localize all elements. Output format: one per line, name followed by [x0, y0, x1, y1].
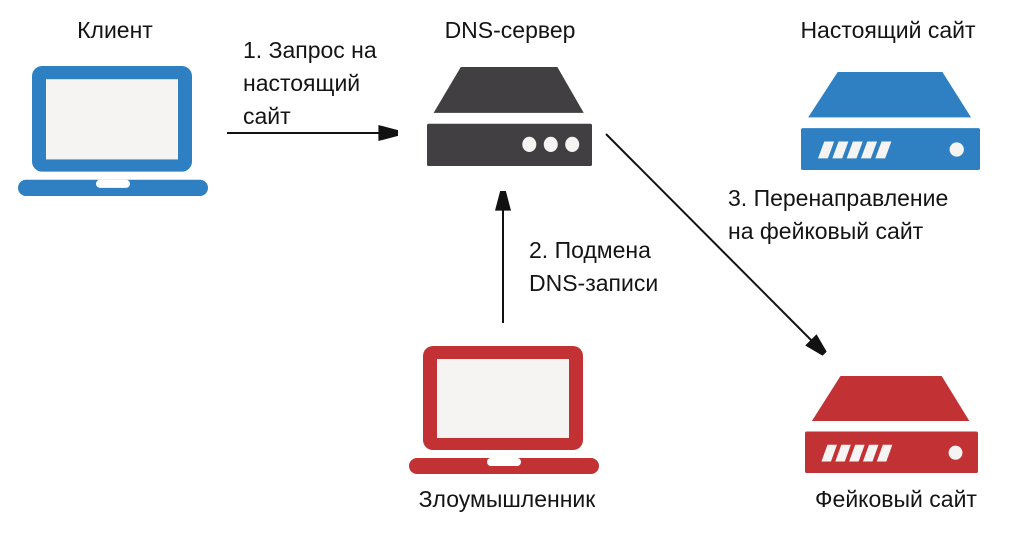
- fake-site-server-icon: [805, 376, 978, 473]
- node-attacker-label: Злоумышленник: [418, 486, 596, 512]
- client-laptop-icon: [18, 66, 208, 196]
- step3-line1: 3. Перенаправление: [728, 185, 949, 211]
- node-client-label: Клиент: [77, 17, 153, 43]
- step2-line1: 2. Подмена: [529, 237, 651, 263]
- step3-line2: на фейковый сайт: [728, 218, 924, 244]
- node-dns-label: DNS-сервер: [444, 17, 576, 43]
- dns-server-icon: [427, 67, 592, 166]
- step1-line1: 1. Запрос на: [243, 37, 377, 63]
- step2-label: 2. Подмена DNS-записи: [529, 234, 658, 300]
- step2-line2: DNS-записи: [529, 270, 659, 296]
- attacker-laptop-icon: [409, 346, 599, 474]
- real-site-server-icon: [801, 72, 980, 170]
- node-real-site-label: Настоящий сайт: [800, 17, 976, 43]
- step1-line3: сайт: [243, 103, 291, 129]
- step3-label: 3. Перенаправление на фейковый сайт: [728, 182, 948, 248]
- step1-label: 1. Запрос на настоящий сайт: [243, 34, 377, 133]
- node-fake-site-label: Фейковый сайт: [815, 486, 977, 512]
- step1-line2: настоящий: [243, 70, 361, 96]
